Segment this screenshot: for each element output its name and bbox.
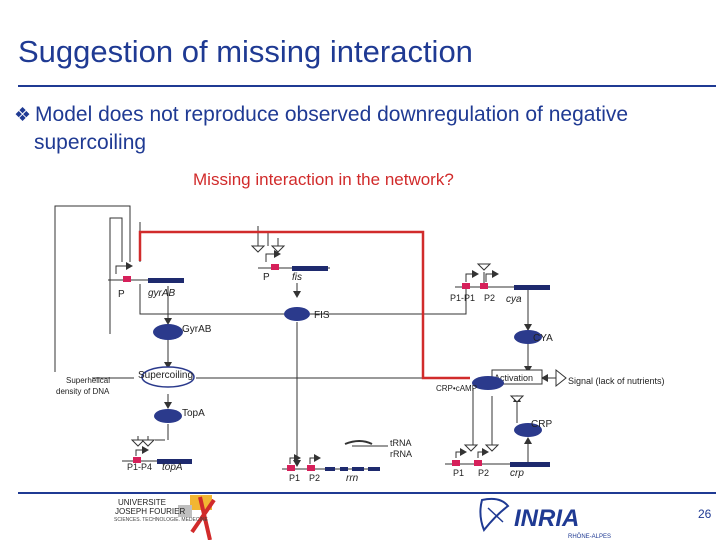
page-title: Suggestion of missing interaction xyxy=(18,34,473,69)
promoter-box xyxy=(123,276,131,282)
inria-logo: INRIA RHÔNE-ALPES xyxy=(479,497,611,540)
bullet-diamond-icon: ❖ xyxy=(14,105,32,126)
gene-fis: P fis xyxy=(258,250,330,283)
gene-fis-promoter: P xyxy=(263,272,270,283)
bullet-text: ❖Model does not reproduce observed downr… xyxy=(14,103,628,127)
crp-camp-label: CRP•cAMP xyxy=(436,384,477,393)
cya-protein xyxy=(514,330,542,344)
rna-squiggle-icon xyxy=(344,440,373,445)
gyrab-protein xyxy=(153,324,183,340)
fis-to-cya-line xyxy=(310,284,467,315)
missing-interaction-line xyxy=(138,230,470,380)
univ-line-3: SCIENCES. TECHNOLOGIE. MEDECINE xyxy=(114,517,208,523)
supercoiling-node xyxy=(141,366,195,388)
footer-divider xyxy=(18,492,716,494)
crp-camp-complex xyxy=(472,376,504,390)
gene-crp-promoter-2: P2 xyxy=(478,468,489,478)
topa-protein xyxy=(154,409,182,423)
gene-rrn-promoter-1: P1 xyxy=(289,473,300,483)
fis-protein-label: FIS xyxy=(314,310,330,321)
supercoiling-feedback-line xyxy=(54,205,131,372)
page-number: 26 xyxy=(698,507,712,521)
gene-cya-name: cya xyxy=(506,294,522,305)
gyrab-feedback-line xyxy=(109,217,123,334)
gyrab-protein-label: GyrAB xyxy=(182,324,212,335)
inhibition-triangle xyxy=(250,245,266,253)
gene-crp: P1 P2 crp xyxy=(445,448,550,479)
signal-label: Signal (lack of nutrients) xyxy=(568,376,665,386)
rrna-label: rRNA xyxy=(390,449,412,459)
bullet-line-1: Model does not reproduce observed downre… xyxy=(35,103,629,126)
cya-protein-label: CYA xyxy=(533,333,553,344)
crp-protein xyxy=(514,423,542,437)
inria-wordmark: INRIA xyxy=(514,505,579,532)
gene-rrn-promoter-2: P2 xyxy=(309,473,320,483)
trna-label: tRNA xyxy=(390,438,412,448)
missing-interaction-question: Missing interaction in the network? xyxy=(193,170,454,189)
univ-line-1: UNIVERSITE xyxy=(118,498,166,507)
superhelical-label-2: density of DNA xyxy=(56,387,110,396)
title-divider xyxy=(18,85,716,87)
gene-cya: P1-P1 P2 cya xyxy=(450,270,550,305)
interaction-lines xyxy=(54,205,556,467)
fis-protein xyxy=(284,307,310,321)
superhelical-label-1: Superhelical xyxy=(66,376,110,385)
gene-crp-name: crp xyxy=(510,468,524,479)
gene-rrn-name: rrn xyxy=(346,473,359,484)
gene-topa-name: topA xyxy=(162,462,183,473)
gene-bar xyxy=(148,278,184,283)
univ-line-2: JOSEPH FOURIER xyxy=(115,507,185,516)
gene-cya-promoter-2: P2 xyxy=(484,293,495,303)
gene-gyrab-name: gyrAB xyxy=(148,288,176,299)
gene-gyrab-promoter: P xyxy=(118,289,125,300)
gene-gyrab: P gyrAB xyxy=(108,262,184,300)
fis-to-gyrab-line xyxy=(139,284,285,315)
bullet-line-2: supercoiling xyxy=(34,131,147,154)
signal-icon xyxy=(555,368,567,388)
crp-protein-label: CRP xyxy=(531,419,552,430)
supercoiling-label: Supercoiling xyxy=(138,370,193,381)
gene-crp-promoter-1: P1 xyxy=(453,468,464,478)
universite-logo: UNIVERSITE JOSEPH FOURIER SCIENCES. TECH… xyxy=(113,495,216,540)
topa-protein-label: TopA xyxy=(182,408,205,419)
gene-topa-promoter: P1-P4 xyxy=(127,462,152,472)
activation-label: Activation xyxy=(494,373,533,383)
inria-subtitle: RHÔNE-ALPES xyxy=(568,533,611,540)
gene-topa: P1-P4 topA xyxy=(122,446,192,473)
gene-cya-promoter-1: P1-P1 xyxy=(450,293,475,303)
gene-fis-name: fis xyxy=(292,272,302,283)
gene-rrn: P1 P2 rrn xyxy=(282,454,380,484)
